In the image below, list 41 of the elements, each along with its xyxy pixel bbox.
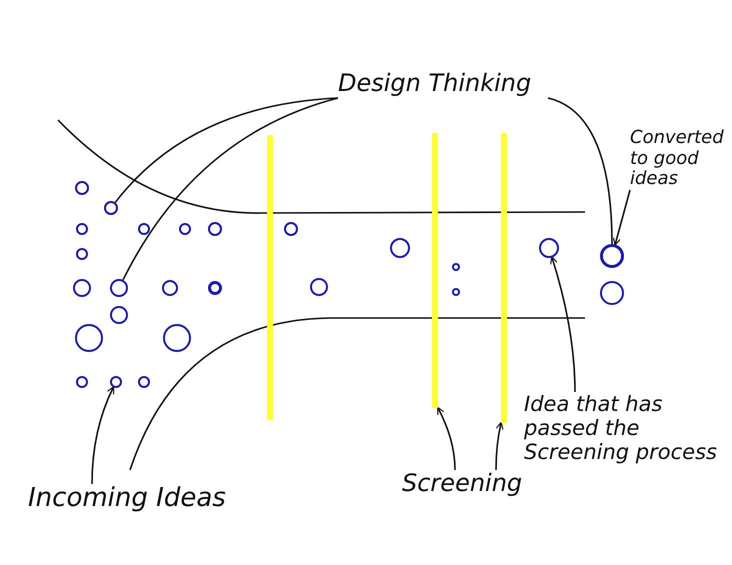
idea-circle	[539, 238, 559, 258]
idea-circle	[138, 376, 150, 388]
screening-bar	[432, 133, 438, 408]
idea-circle	[76, 376, 88, 388]
leader-line	[122, 97, 338, 280]
handwritten-label: Design Thinking	[338, 70, 548, 98]
idea-circle	[452, 288, 460, 296]
idea-circle	[284, 222, 298, 236]
idea-circle	[75, 181, 89, 195]
arrow	[495, 422, 504, 470]
arrow	[550, 256, 576, 392]
idea-circle	[208, 281, 222, 295]
handwritten-label: Incoming Ideas	[28, 484, 278, 514]
idea-circle	[75, 324, 103, 352]
handwritten-label: Idea that has passed the Screening process	[524, 392, 729, 464]
leader-line	[114, 97, 338, 203]
idea-circle	[138, 223, 150, 235]
idea-circle	[73, 279, 91, 297]
idea-circle	[104, 201, 118, 215]
arrow	[91, 386, 114, 484]
screening-bar	[267, 135, 273, 420]
idea-circle	[163, 324, 191, 352]
arrow	[437, 406, 456, 470]
idea-circle	[208, 222, 222, 236]
idea-circle	[110, 279, 128, 297]
idea-circle	[76, 223, 88, 235]
idea-circle	[110, 376, 122, 388]
screening-bar	[501, 133, 507, 423]
handwritten-label: Screening	[402, 470, 552, 498]
idea-circle	[110, 306, 128, 324]
idea-circle	[310, 278, 328, 296]
idea-circle	[600, 281, 624, 305]
idea-circle	[600, 244, 624, 268]
arrow	[612, 190, 631, 246]
idea-circle	[390, 238, 410, 258]
idea-circle	[179, 223, 191, 235]
handwritten-label: Converted to good ideas	[630, 128, 722, 190]
idea-circle	[162, 280, 178, 296]
leader-line	[548, 97, 613, 244]
idea-circle	[76, 248, 88, 260]
idea-circle	[452, 263, 460, 271]
